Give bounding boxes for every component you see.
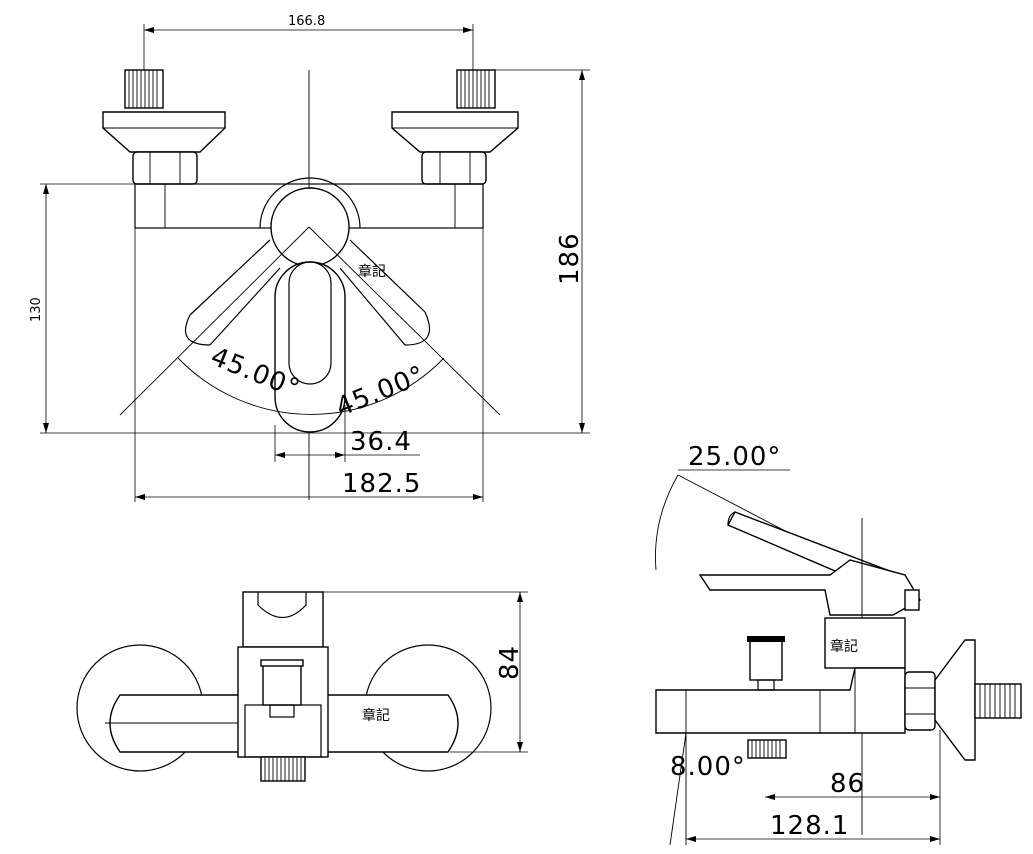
top-view-mark: 章記 — [358, 263, 386, 280]
dim-height-right: 186 — [555, 232, 585, 285]
dim-height-front: 84 — [495, 645, 525, 680]
dim-spacing: 166.8 — [288, 14, 325, 29]
dim-width: 182.5 — [342, 469, 421, 499]
dim-short: 86 — [830, 769, 865, 799]
angle-bottom: 8.00° — [670, 752, 746, 782]
front-view: 章記 84 — [76, 591, 528, 782]
dim-height-left: 130 — [29, 297, 44, 322]
angle-top: 25.00° — [688, 442, 781, 472]
front-view-mark: 章記 — [362, 707, 390, 724]
dim-spout: 36.4 — [350, 427, 412, 457]
angle-right: 45.00° — [332, 360, 430, 423]
side-view: 25.00° 章記 — [655, 442, 1022, 846]
top-view: 166.8 — [29, 14, 590, 502]
dim-long: 128.1 — [770, 811, 849, 841]
side-view-mark: 章記 — [830, 638, 858, 655]
